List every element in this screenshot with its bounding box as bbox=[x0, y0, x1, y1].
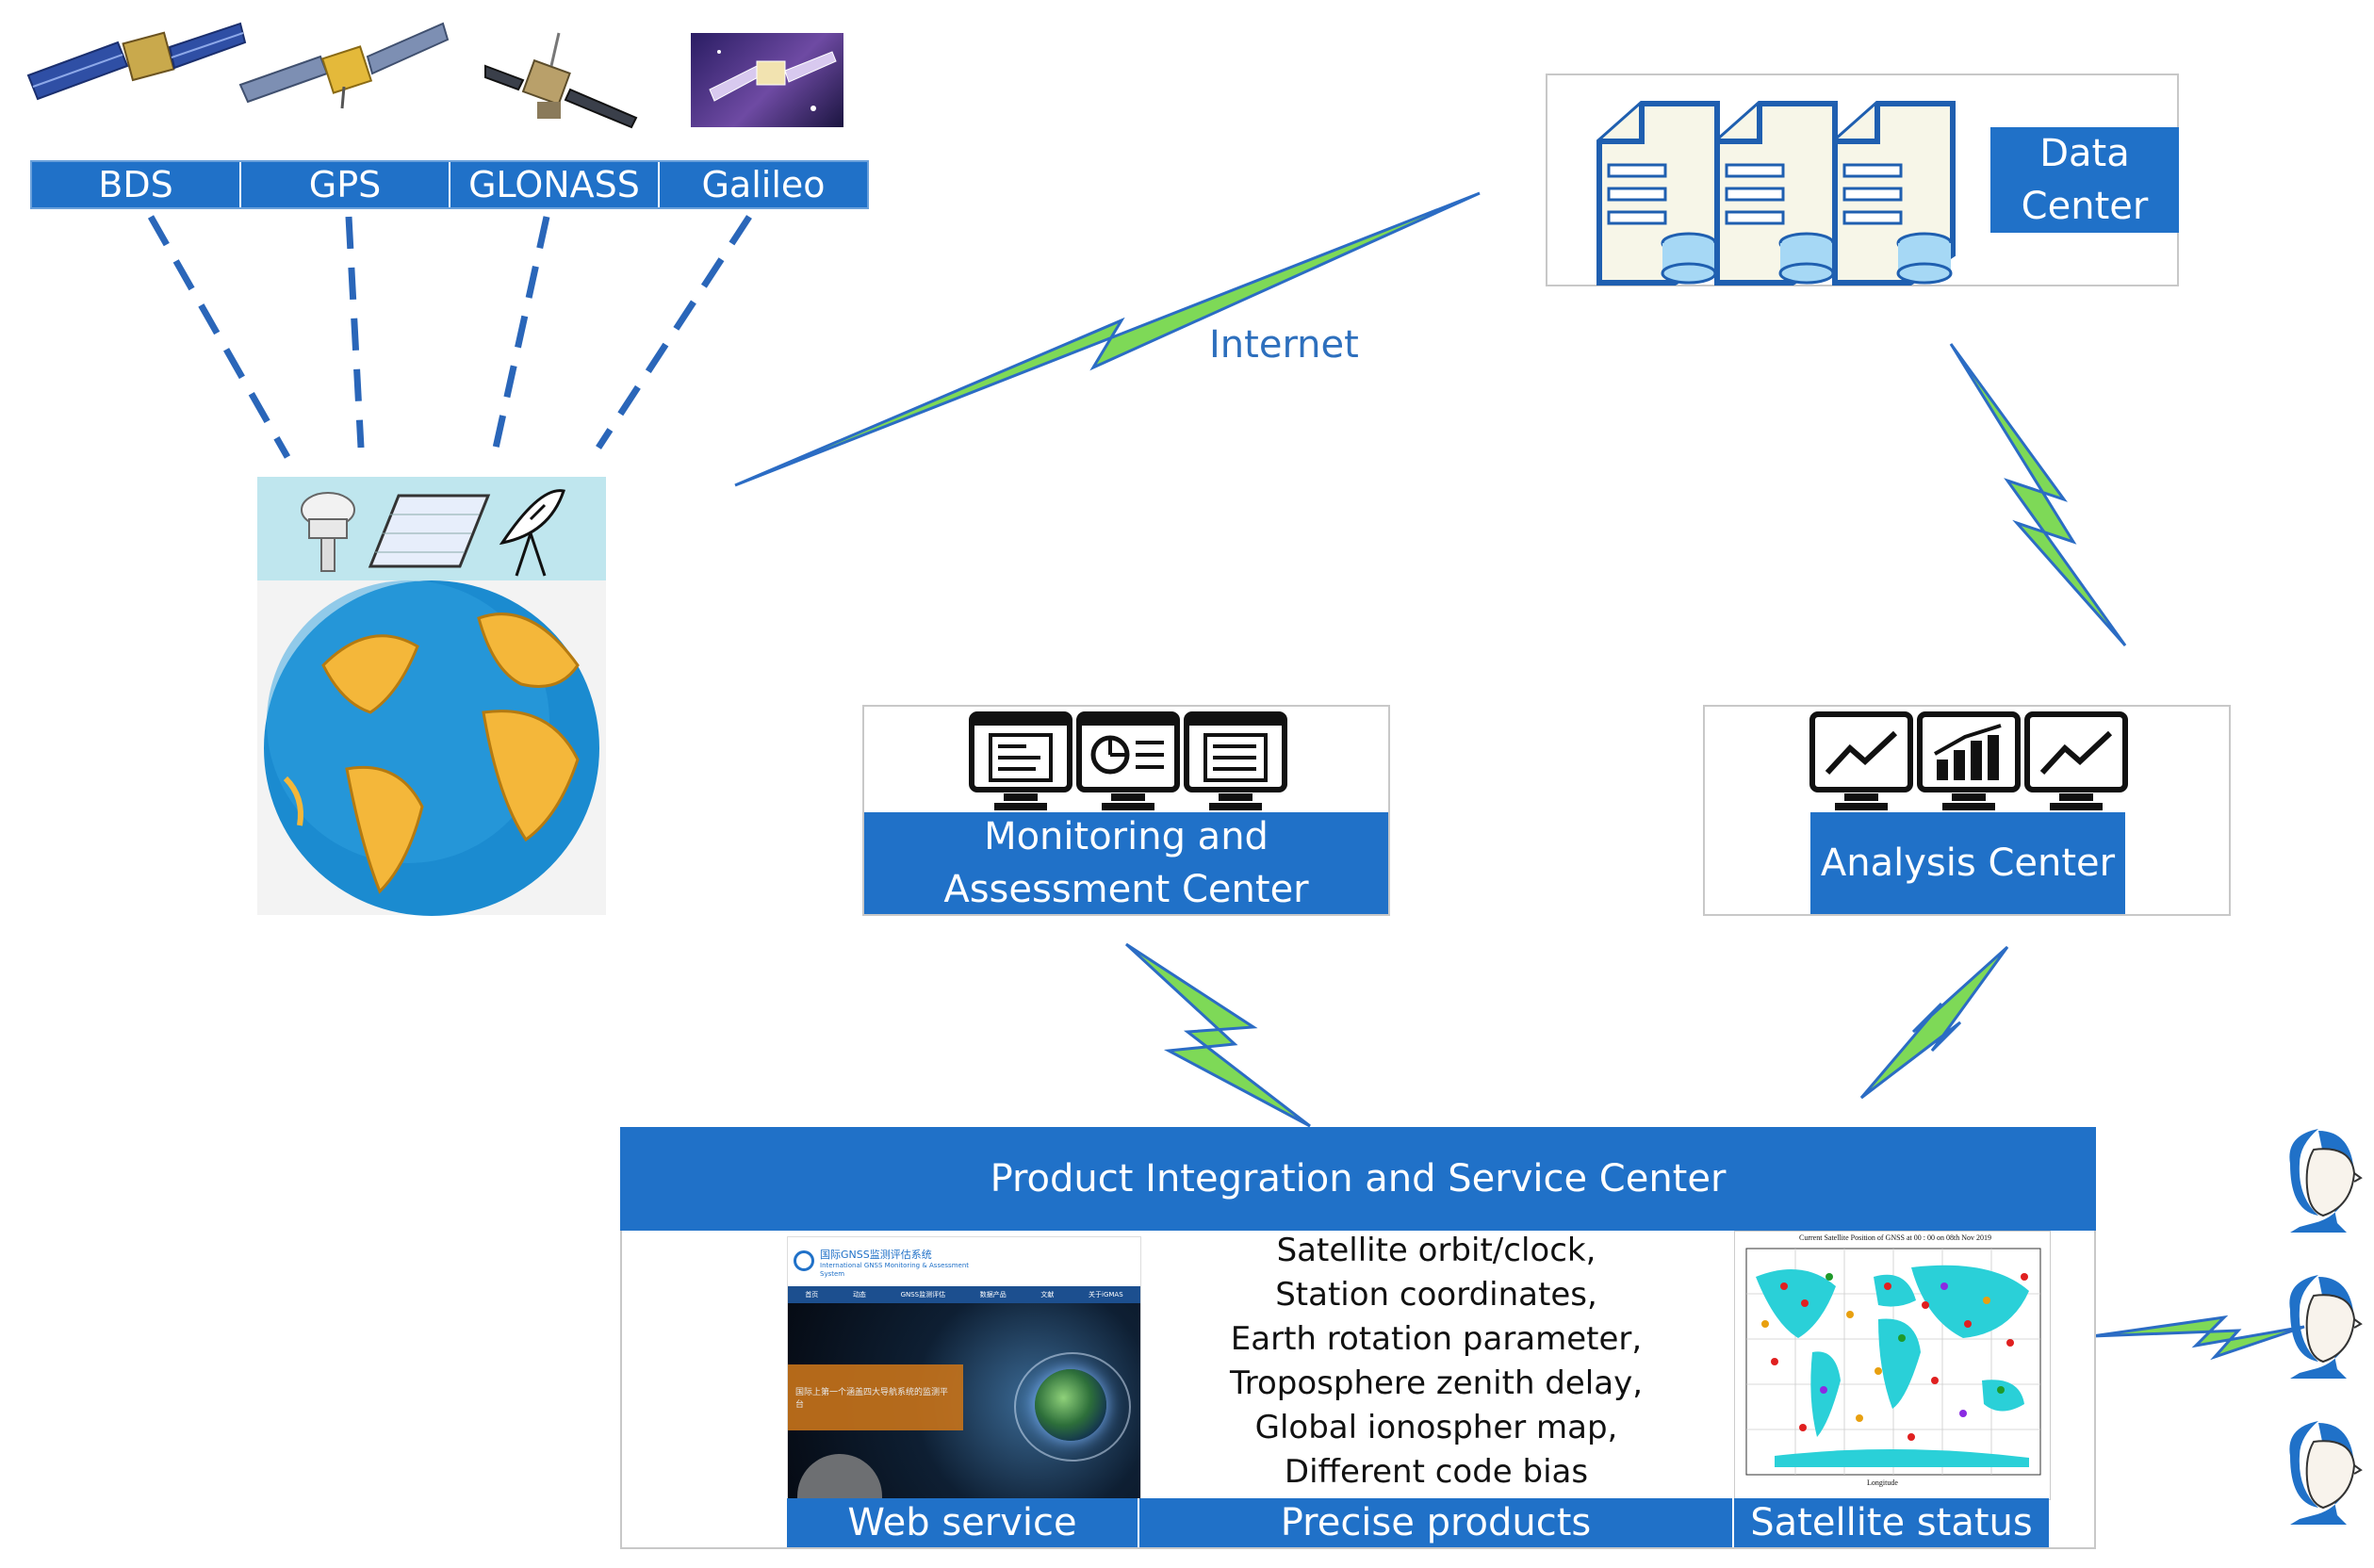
satellite-world-map bbox=[1745, 1248, 2041, 1476]
gnss-label-galileo: Galileo bbox=[701, 164, 826, 205]
gnss-antenna-icon bbox=[301, 492, 355, 572]
server-icons bbox=[1596, 101, 1956, 286]
website-nav-item[interactable]: GNSS监测评估 bbox=[900, 1291, 946, 1298]
satellite-gps-image bbox=[238, 19, 450, 113]
signal-line-galileo bbox=[596, 215, 752, 449]
data-center-label-line1: Data bbox=[2039, 132, 2130, 175]
signal-line-gps bbox=[345, 216, 365, 449]
product-item: Global ionospher map, bbox=[1254, 1409, 1618, 1446]
chart-monitor-icon bbox=[1076, 711, 1180, 810]
lightning-analysis-to-product bbox=[1859, 945, 2009, 1100]
website-banner: 国际上第一个涵盖四大导航系统的监测平台 bbox=[788, 1303, 1140, 1499]
product-center-title: Product Integration and Service Center bbox=[620, 1127, 2096, 1231]
monitor-icons-analysis bbox=[1809, 711, 2128, 810]
list-monitor-icon bbox=[1184, 711, 1287, 810]
lightning-internet bbox=[734, 191, 1481, 487]
lightning-data-to-analysis bbox=[1949, 343, 2127, 646]
trend-monitor-icon bbox=[2024, 711, 2128, 810]
monitoring-center-label-line1: Monitoring and bbox=[984, 815, 1269, 858]
server-icon bbox=[1832, 101, 1956, 286]
website-nav-item[interactable]: 数据产品 bbox=[979, 1291, 1007, 1298]
product-center-box: Product Integration and Service Center 国… bbox=[620, 1127, 2096, 1549]
website-subtitle: International GNSS Monitoring & Assessme… bbox=[820, 1262, 970, 1278]
satellite-glonass-image bbox=[484, 28, 638, 129]
monitoring-center-label: Monitoring and Assessment Center bbox=[864, 812, 1388, 914]
data-center-label-line2: Center bbox=[2021, 185, 2149, 228]
signal-line-bds bbox=[147, 215, 291, 459]
tab-satellite-status[interactable]: Satellite status bbox=[1734, 1498, 2049, 1547]
tab-web-service[interactable]: Web service bbox=[787, 1498, 1139, 1547]
solar-panel-icon bbox=[368, 494, 491, 568]
satellite-status-map: Current Satellite Position of GNSS at 00… bbox=[1734, 1231, 2051, 1500]
website-nav-item[interactable]: 动态 bbox=[852, 1291, 866, 1298]
user-icon bbox=[2289, 1129, 2363, 1233]
data-center-label: Data Center bbox=[1990, 127, 2179, 233]
internet-label: Internet bbox=[1209, 323, 1359, 367]
satellite-galileo-image bbox=[691, 33, 843, 127]
bar-chart-monitor-icon bbox=[1917, 711, 2021, 810]
gnss-systems-bar: BDS GPS GLONASS Galileo bbox=[30, 160, 869, 209]
precise-products-list: Satellite orbit/clock, Station coordinat… bbox=[1142, 1229, 1730, 1494]
product-item: Station coordinates, bbox=[1275, 1276, 1597, 1314]
website-nav-item[interactable]: 关于iGMAS bbox=[1089, 1291, 1123, 1298]
product-item: Troposphere zenith delay, bbox=[1229, 1364, 1644, 1402]
web-service-screenshot: 国际GNSS监测评估系统 International GNSS Monitori… bbox=[787, 1236, 1141, 1500]
analysis-center-label: Analysis Center bbox=[1810, 812, 2125, 914]
gnss-label-gps: GPS bbox=[241, 162, 450, 207]
data-center-box: Data Center bbox=[1546, 74, 2179, 286]
lightning-monitoring-to-product bbox=[1124, 942, 1311, 1128]
server-icon bbox=[1596, 101, 1720, 286]
website-title: 国际GNSS监测评估系统 bbox=[820, 1249, 932, 1261]
banner-moon-image bbox=[797, 1454, 882, 1499]
signal-line-glonass bbox=[491, 216, 550, 453]
satellite-map-title: Current Satellite Position of GNSS at 00… bbox=[1799, 1233, 1991, 1242]
satellite-dish-icon bbox=[499, 489, 565, 577]
website-nav-item[interactable]: 首页 bbox=[805, 1291, 819, 1298]
website-nav: 首页 动态 GNSS监测评估 数据产品 文献 关于iGMAS bbox=[788, 1286, 1140, 1303]
satellite-bds-image bbox=[26, 19, 247, 122]
monitoring-center-label-line2: Assessment Center bbox=[943, 868, 1309, 911]
banner-orbit bbox=[1014, 1352, 1131, 1462]
user-icon bbox=[2289, 1421, 2363, 1525]
user-icon bbox=[2289, 1275, 2363, 1379]
checklist-monitor-icon bbox=[969, 711, 1072, 810]
monitoring-center-box: Monitoring and Assessment Center bbox=[862, 705, 1390, 916]
earth-globe-image bbox=[257, 580, 606, 916]
gnss-label-glonass: GLONASS bbox=[450, 162, 660, 207]
tab-precise-products[interactable]: Precise products bbox=[1139, 1498, 1734, 1547]
trend-monitor-icon bbox=[1809, 711, 1913, 810]
website-nav-item[interactable]: 文献 bbox=[1040, 1291, 1055, 1298]
banner-text-box: 国际上第一个涵盖四大导航系统的监测平台 bbox=[788, 1364, 963, 1430]
product-item: Earth rotation parameter, bbox=[1230, 1320, 1643, 1358]
satellite-map-xlabel: Longitude bbox=[1867, 1478, 1898, 1487]
lightning-product-to-users bbox=[2091, 1315, 2305, 1361]
analysis-center-box: Analysis Center bbox=[1703, 705, 2231, 916]
product-item: Different code bias bbox=[1284, 1453, 1589, 1491]
gnss-label-bds: BDS bbox=[32, 162, 241, 207]
server-icon bbox=[1714, 101, 1838, 286]
receiver-strip bbox=[257, 477, 606, 580]
website-logo-icon bbox=[794, 1250, 814, 1271]
banner-text: 国际上第一个涵盖四大导航系统的监测平台 bbox=[795, 1388, 949, 1410]
monitor-icons-monitoring bbox=[969, 711, 1287, 810]
product-item: Satellite orbit/clock, bbox=[1276, 1232, 1596, 1269]
